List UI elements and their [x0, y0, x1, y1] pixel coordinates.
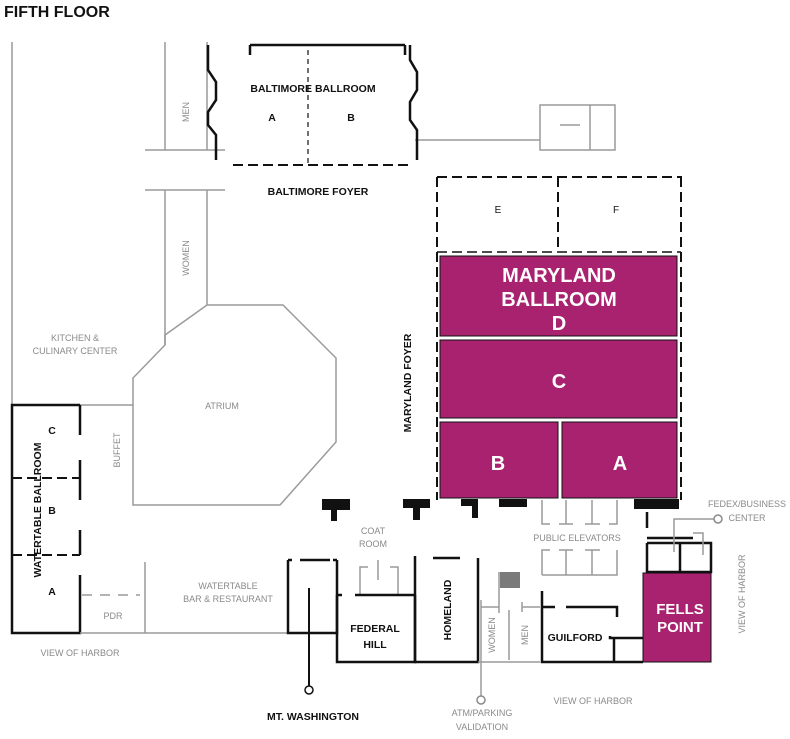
fells-point[interactable] [642, 572, 712, 663]
atrium [132, 304, 337, 506]
men-restroom-bottom: MEN [520, 625, 530, 645]
maryland-ballroom-label-2: BALLROOM [501, 289, 617, 311]
maryland-ballroom[interactable]: E F MARYLAND BALLROOM D C B A [436, 176, 682, 500]
maryland-ballroom-label-1: MARYLAND [502, 265, 616, 287]
atm-label-1: ATM/PARKING [452, 708, 513, 718]
maryland-d-label: D [552, 313, 566, 335]
federal-hill-label-1: FEDERAL [350, 623, 400, 635]
mt-washington-label: MT. WASHINGTON [267, 711, 359, 723]
fedex-label-1: FEDEX/BUSINESS [708, 499, 786, 509]
women-restroom-top: WOMEN [181, 240, 191, 276]
maryland-section-b[interactable] [439, 421, 559, 499]
public-elevators[interactable]: PUBLIC ELEVATORS [533, 500, 621, 576]
view-of-harbor-right: VIEW OF HARBOR [737, 554, 747, 634]
baltimore-section-b: B [347, 112, 355, 124]
restroom-marker-icon [500, 572, 520, 588]
floor-title: FIFTH FLOOR [4, 4, 110, 21]
baltimore-foyer-label: BALTIMORE FOYER [268, 186, 369, 198]
kitchen-label-2: CULINARY CENTER [33, 346, 118, 356]
fedex-label-2: CENTER [728, 513, 766, 523]
maryland-a-label: A [613, 453, 627, 475]
maryland-section-e: E [495, 205, 502, 216]
watertable-ballroom[interactable]: WATERTABLE BALLROOM C B A [10, 403, 82, 635]
kitchen-label-1: KITCHEN & [51, 333, 99, 343]
fedex-marker-icon [713, 514, 723, 524]
coat-room-label-2: ROOM [359, 539, 387, 549]
homeland-label: HOMELAND [442, 579, 454, 640]
men-restroom-top: MEN [181, 102, 191, 122]
guilford-label: GUILFORD [548, 632, 603, 644]
maryland-b-label: B [491, 453, 505, 475]
watertable-bar-label-2: BAR & RESTAURANT [183, 594, 273, 604]
fedex-pointer [673, 518, 714, 555]
structural-columns [322, 499, 679, 521]
federal-hill-room[interactable]: FEDERAL HILL [335, 593, 417, 664]
watertable-section-c: C [48, 425, 56, 437]
baltimore-ballroom-label: BALTIMORE BALLROOM [250, 83, 375, 95]
watertable-bar-label-1: WATERTABLE [198, 581, 257, 591]
watertable-section-b: B [48, 505, 56, 517]
public-elevators-label: PUBLIC ELEVATORS [533, 533, 621, 543]
pdr-label: PDR [103, 611, 123, 621]
restrooms-bottom: WOMEN MEN [478, 572, 540, 663]
fells-point-label-2: POINT [657, 619, 703, 636]
watertable-ballroom-label: WATERTABLE BALLROOM [32, 442, 44, 577]
maryland-section-c[interactable] [439, 339, 678, 419]
maryland-section-f: F [613, 205, 619, 216]
atm-marker-icon [476, 695, 486, 705]
view-of-harbor-bottom: VIEW OF HARBOR [553, 696, 633, 706]
guilford-room[interactable]: GUILFORD [540, 591, 651, 664]
homeland-room[interactable]: HOMELAND [413, 556, 480, 664]
fells-point-label-1: FELLS [656, 601, 704, 618]
federal-hill-label-2: HILL [363, 639, 387, 651]
atrium-label: ATRIUM [205, 401, 239, 411]
maryland-c-label: C [552, 371, 566, 393]
coat-room-label-1: COAT [361, 526, 386, 536]
baltimore-ballroom[interactable]: BALTIMORE BALLROOM A B [206, 43, 419, 166]
maryland-section-a[interactable] [561, 421, 678, 499]
buffet-label: BUFFET [112, 432, 122, 468]
view-of-harbor-left: VIEW OF HARBOR [40, 648, 120, 658]
watertable-section-a: A [48, 586, 56, 598]
maryland-section-d[interactable] [439, 255, 678, 337]
mt-washington-room[interactable]: MT. WASHINGTON [267, 558, 359, 723]
baltimore-section-a: A [268, 112, 276, 124]
atm-label-2: VALIDATION [456, 722, 508, 732]
maryland-foyer-label: MARYLAND FOYER [402, 333, 414, 432]
bar-walls [80, 562, 290, 634]
fells-point-room[interactable]: FELLS POINT [642, 512, 713, 663]
coat-room [359, 560, 399, 595]
women-restroom-bottom: WOMEN [487, 617, 497, 653]
